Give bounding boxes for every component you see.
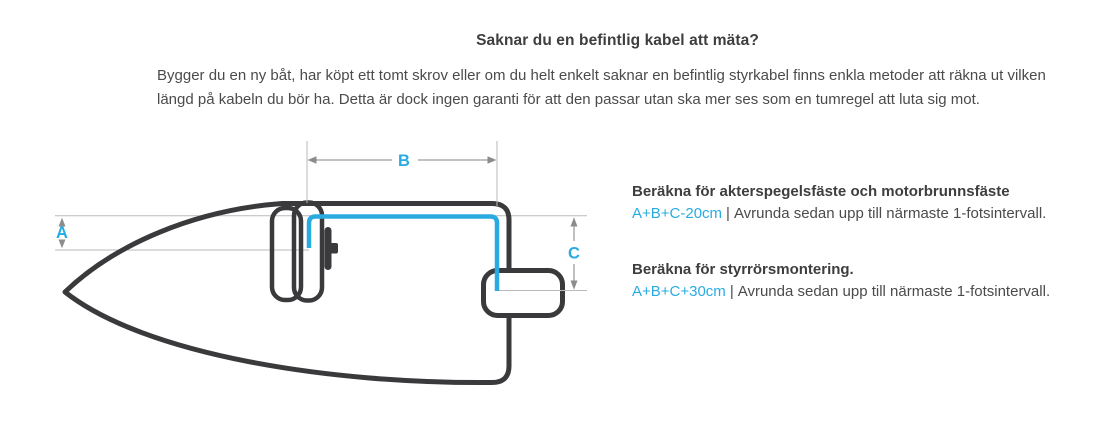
formula-separator: | bbox=[726, 205, 730, 222]
formula-value: A+B+C+30cm bbox=[632, 283, 726, 300]
boat-cable-diagram: A B C bbox=[55, 141, 587, 386]
page-title: Saknar du en befintlig kabel att mäta? bbox=[476, 32, 759, 49]
formula-note: Avrunda sedan upp till närmaste 1-fotsin… bbox=[733, 205, 1047, 222]
dimension-b-label: B bbox=[398, 152, 410, 170]
helm-console bbox=[291, 200, 325, 303]
steering-wheel-hub-icon bbox=[330, 243, 338, 254]
dimension-b-left-arrow-icon bbox=[307, 156, 317, 164]
dimension-a: A bbox=[56, 217, 68, 249]
formula-separator: | bbox=[729, 283, 734, 300]
dimension-a-up-arrow-icon bbox=[58, 217, 66, 227]
dimension-c-up-arrow-icon bbox=[570, 217, 578, 227]
formula-value: A+B+C-20cm bbox=[632, 205, 723, 222]
dimension-c-label: C bbox=[568, 245, 580, 263]
calculation-heading: Beräkna för akterspegelsfäste och motorb… bbox=[632, 183, 1010, 200]
dimension-b-right-arrow-icon bbox=[487, 156, 497, 164]
calculation-formula-line: A+B+C-20cm|Avrunda sedan upp till närmas… bbox=[632, 203, 1078, 225]
boat-hull-outline bbox=[62, 201, 512, 386]
dimension-b: B bbox=[306, 141, 498, 206]
calculation-formula-line: A+B+C+30cm|Avrunda sedan upp till närmas… bbox=[632, 281, 1078, 303]
dimension-c-down-arrow-icon bbox=[570, 280, 578, 290]
dimension-c: C bbox=[568, 217, 580, 290]
formula-note: Avrunda sedan upp till närmaste 1-fotsin… bbox=[737, 283, 1051, 300]
calculation-heading: Beräkna för styrrörsmontering. bbox=[632, 261, 854, 278]
calculation-steering-tube-mount: Beräkna för styrrörsmontering. A+B+C+30c… bbox=[632, 259, 1078, 303]
dimension-a-down-arrow-icon bbox=[58, 239, 66, 249]
intro-paragraph: Bygger du en ny båt, har köpt ett tomt s… bbox=[157, 67, 1046, 108]
helm-console-seat bbox=[269, 205, 304, 303]
dimension-a-label: A bbox=[56, 224, 68, 242]
engine-mount bbox=[481, 268, 565, 318]
steering-wheel-icon bbox=[324, 227, 332, 270]
calculation-transom-mount: Beräkna för akterspegelsfäste och motorb… bbox=[632, 181, 1078, 225]
steering-cable bbox=[306, 214, 500, 291]
